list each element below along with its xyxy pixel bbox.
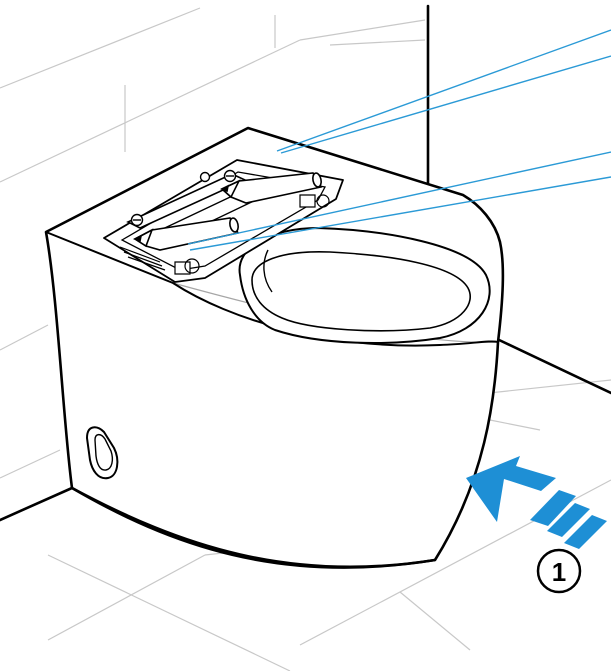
frame-grill xyxy=(119,246,166,271)
leader-line xyxy=(280,55,611,154)
frame-clip-left xyxy=(174,261,191,275)
toilet-bowl xyxy=(44,126,505,569)
fixing-pins xyxy=(133,172,323,251)
step-number: 1 xyxy=(552,557,566,587)
step-marker-circle xyxy=(536,548,582,594)
fixing-pin-lower xyxy=(133,217,240,251)
fixing-pin-upper xyxy=(220,172,323,204)
leader-line xyxy=(189,176,611,251)
leader-line xyxy=(187,151,611,245)
frame-clip-right xyxy=(299,194,316,208)
step-marker: 1 xyxy=(536,548,582,594)
leader-line xyxy=(276,29,611,152)
arrow-icon xyxy=(466,456,607,549)
leader-lines xyxy=(187,29,611,251)
bowl-inner-shadow xyxy=(263,249,273,293)
screw-icon xyxy=(130,169,237,227)
base-edge xyxy=(71,486,436,569)
frame-hole xyxy=(316,194,330,208)
bowl-inner xyxy=(251,251,471,332)
frame-hole xyxy=(184,258,200,274)
side-opening xyxy=(85,426,119,480)
